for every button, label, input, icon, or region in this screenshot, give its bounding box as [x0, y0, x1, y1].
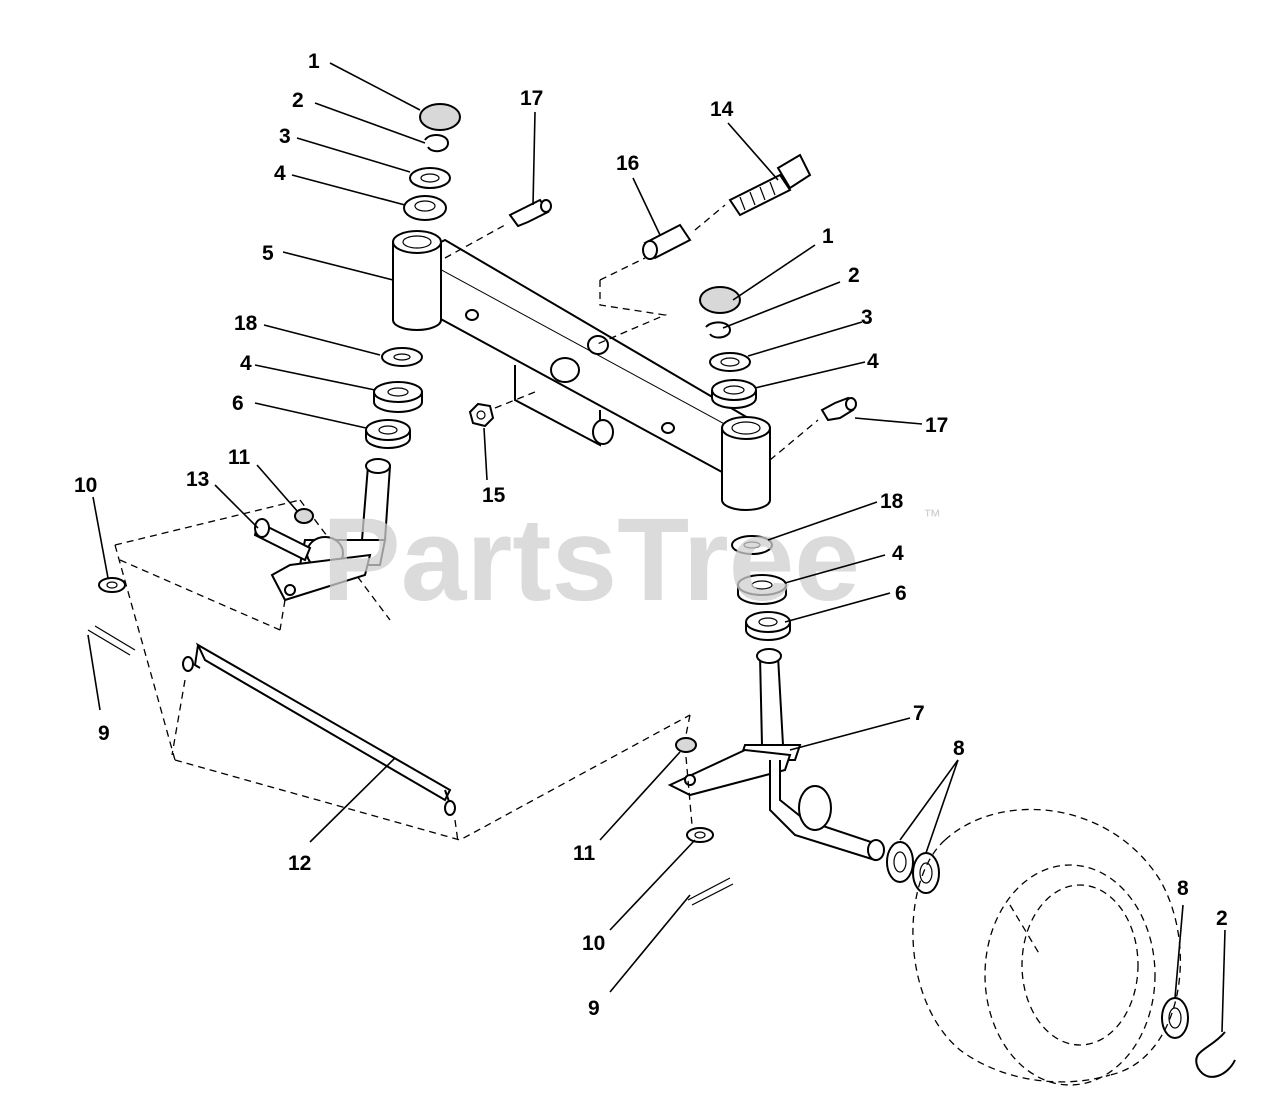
- grease-fitting-top: [508, 198, 552, 228]
- nut-15: [468, 402, 495, 428]
- callout-10: 10: [582, 932, 605, 955]
- left-spindle: [253, 458, 391, 602]
- callout-labels: 1 2 3 4 5 18 4 6 10 13 11 9 12 17 16 14 …: [74, 50, 1228, 1020]
- right-kingpin-tube: [721, 416, 771, 511]
- callout-9: 9: [588, 997, 600, 1020]
- callout-4: 4: [892, 542, 904, 565]
- callout-8: 8: [953, 737, 965, 760]
- callout-17: 17: [925, 414, 948, 437]
- callout-7: 7: [913, 702, 925, 725]
- callout-14: 14: [710, 98, 734, 121]
- callout-3: 3: [279, 125, 291, 148]
- callout-6: 6: [895, 582, 907, 605]
- left-kingpin-tube: [392, 230, 442, 331]
- callout-1: 1: [822, 225, 834, 248]
- watermark-text: PartsTree: [322, 494, 860, 626]
- assembly-guides: [171, 204, 819, 843]
- callout-8: 8: [1177, 877, 1189, 900]
- callout-9: 9: [98, 722, 110, 745]
- callout-2: 2: [1216, 907, 1228, 930]
- callout-4: 4: [240, 352, 252, 375]
- wheel-hardware: [886, 841, 1236, 1078]
- tie-rod: [182, 642, 456, 816]
- callout-5: 5: [262, 242, 274, 265]
- callout-4: 4: [274, 162, 286, 185]
- callout-13: 13: [186, 468, 209, 491]
- left-cotter-washer: [87, 577, 136, 656]
- callout-17: 17: [520, 87, 543, 110]
- callout-18: 18: [880, 490, 904, 513]
- callout-15: 15: [482, 484, 506, 507]
- right-cotter-washer: [686, 827, 734, 906]
- spacer-16: [642, 223, 692, 260]
- left-hardware-stack: [365, 103, 461, 449]
- right-hardware-stack: [699, 286, 791, 641]
- callout-16: 16: [616, 152, 639, 175]
- wheel-outline: [912, 808, 1182, 1086]
- callout-10: 10: [74, 474, 97, 497]
- axle-beam: [414, 238, 762, 492]
- callout-6: 6: [232, 392, 244, 415]
- callout-11: 11: [573, 842, 596, 865]
- callout-18: 18: [234, 312, 258, 335]
- callout-11: 11: [228, 446, 251, 469]
- callout-3: 3: [861, 306, 873, 329]
- callout-2: 2: [848, 264, 860, 287]
- right-spindle: [667, 648, 885, 862]
- callout-12: 12: [288, 852, 311, 875]
- callout-1: 1: [308, 50, 320, 73]
- callout-2: 2: [292, 89, 304, 112]
- bolt-14: [728, 153, 812, 217]
- watermark-trademark: ™: [923, 506, 941, 526]
- callout-4: 4: [867, 350, 879, 373]
- grease-fitting-right: [820, 396, 857, 422]
- leader-lines: [87, 62, 1226, 1033]
